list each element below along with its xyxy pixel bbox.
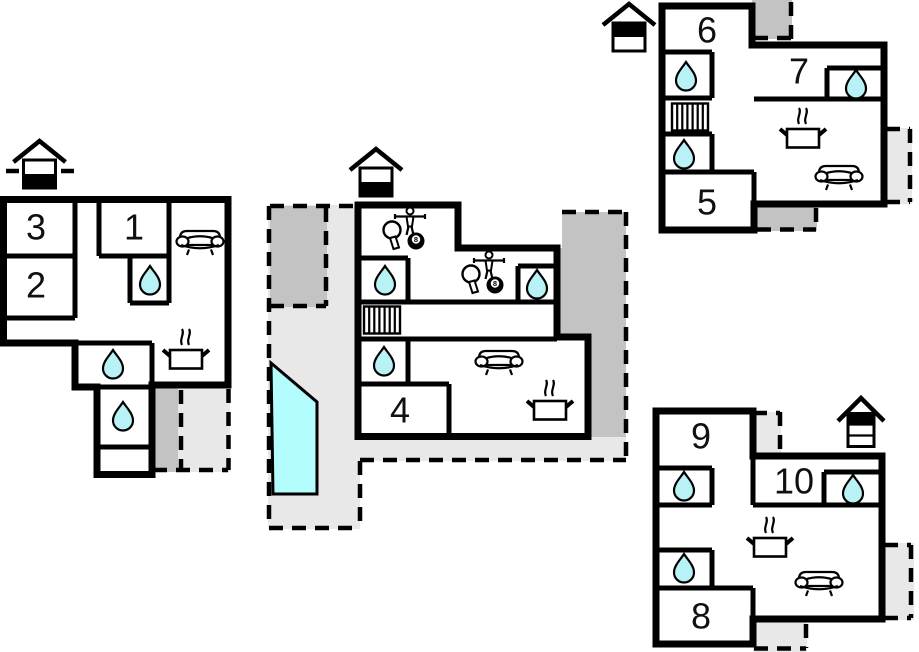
- room-10-label: 10: [774, 461, 814, 502]
- inner-walls: [358, 255, 557, 436]
- eight-ball-icon: 8: [414, 235, 418, 244]
- inner-walls: [3, 199, 172, 450]
- stairs-icon: [362, 305, 402, 335]
- inner-walls: [656, 456, 882, 619]
- stairs-icon: [670, 102, 710, 132]
- terrace-light-topleft: [178, 387, 230, 472]
- terrace-dark-middle: [270, 206, 327, 307]
- room-9-label: 9: [691, 416, 711, 457]
- unit-middle: 8 8 4: [350, 149, 592, 440]
- room-4-label: 4: [390, 390, 410, 431]
- terrace-dark-topright-lower: [757, 207, 817, 231]
- terrace-light-bottomright-upper: [753, 412, 781, 453]
- unit-bottom-right: 9 10 8: [652, 398, 884, 648]
- room-3-label: 3: [26, 207, 46, 248]
- room-5-label: 5: [697, 182, 717, 223]
- room-2-label: 2: [26, 265, 46, 306]
- terrace-dark-topleft: [152, 387, 178, 472]
- room-1-label: 1: [124, 207, 144, 248]
- outer-walls: [0, 196, 232, 478]
- room-8-label: 8: [691, 596, 711, 637]
- house-entrance-icon: [350, 149, 402, 196]
- unit-top-right: 6 7 5: [603, 4, 888, 234]
- room-7-label: 7: [789, 51, 809, 92]
- table-games-icon: 8: [461, 250, 506, 295]
- eight-ball-icon: 8: [493, 279, 497, 288]
- inner-walls: [662, 49, 884, 204]
- table-games-icon: 8: [382, 206, 427, 251]
- room-6-label: 6: [697, 10, 717, 51]
- unit-top-left: 3 2 1: [0, 141, 232, 478]
- house-entrance-icon: [6, 141, 74, 188]
- house-entrance-icon: [838, 398, 884, 447]
- terrace-light-topright-side: [886, 128, 912, 204]
- balcony-middle-right: [557, 212, 626, 437]
- terrace-dark-topright-upper: [752, 0, 792, 39]
- house-entrance-icon: [603, 4, 655, 51]
- pool: [269, 359, 319, 496]
